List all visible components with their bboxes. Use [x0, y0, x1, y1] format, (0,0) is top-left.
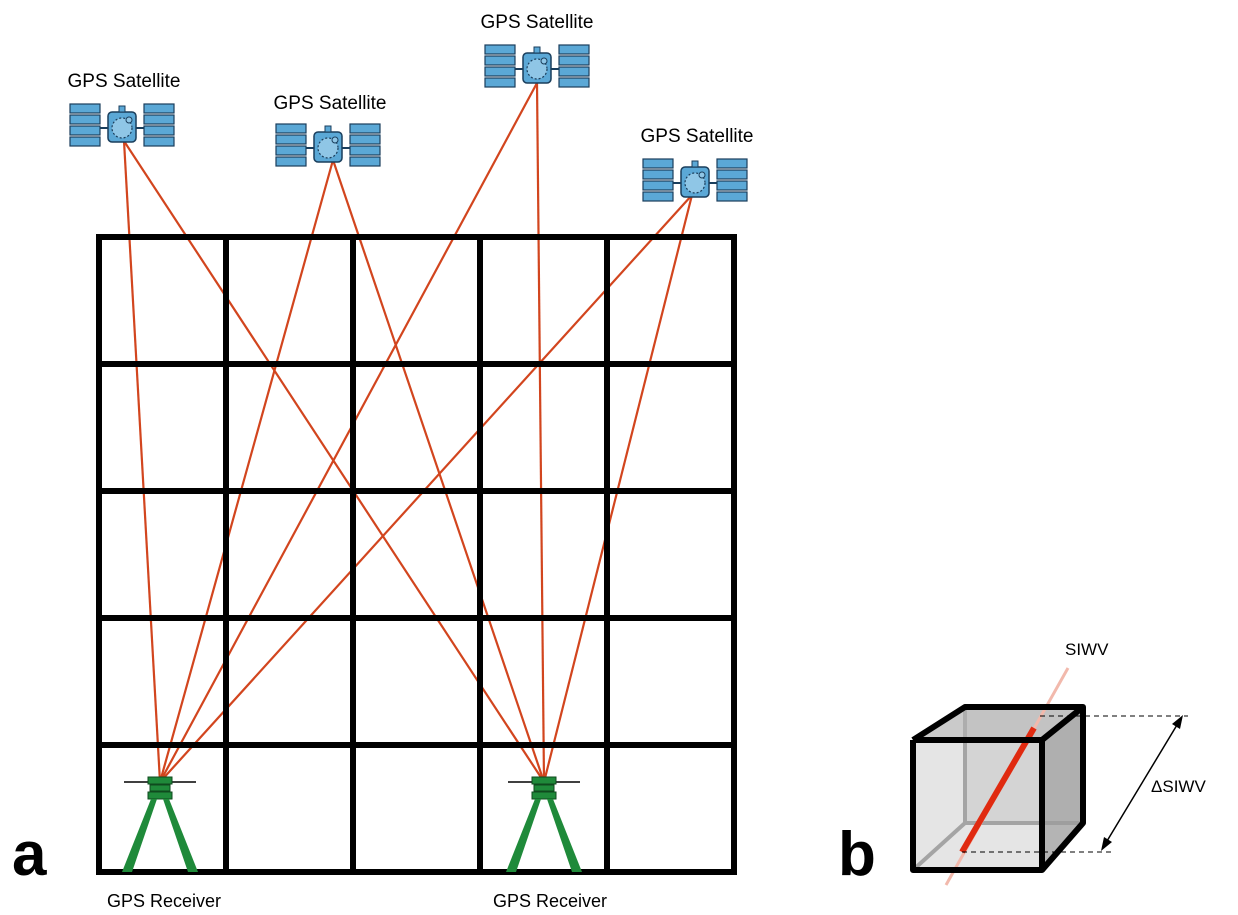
tomography-grid: [96, 234, 737, 875]
satellite-label: GPS Satellite: [274, 93, 387, 114]
satellite-2: GPS Satellite: [274, 93, 387, 167]
satellite-1: GPS Satellite: [68, 71, 181, 147]
satellite-label: GPS Satellite: [68, 71, 181, 92]
satellite-4: GPS Satellite: [641, 126, 754, 202]
receiver-label: GPS Receiver: [493, 891, 607, 911]
siwv-ray-segment: [959, 726, 1037, 854]
satellite-3: GPS Satellite: [481, 12, 594, 88]
voxel-cube: SIWV ΔSIWV: [910, 640, 1206, 886]
receiver-1: GPS Receiver: [107, 776, 221, 911]
receiver-label: GPS Receiver: [107, 891, 221, 911]
siwv-label: SIWV: [1065, 640, 1109, 659]
panel-label-b: b: [838, 820, 876, 889]
panel-label-a: a: [12, 820, 47, 889]
signal-ray: [122, 140, 162, 783]
signal-ray: [331, 159, 546, 783]
signal-rays: [122, 82, 694, 783]
signal-ray: [535, 82, 546, 783]
satellite-label: GPS Satellite: [481, 12, 594, 33]
signal-ray: [123, 140, 545, 783]
satellite-label: GPS Satellite: [641, 126, 754, 147]
receiver-2: GPS Receiver: [493, 776, 607, 911]
delta-siwv-label: ΔSIWV: [1151, 777, 1206, 796]
signal-ray: [159, 82, 538, 783]
signal-ray: [158, 159, 335, 783]
